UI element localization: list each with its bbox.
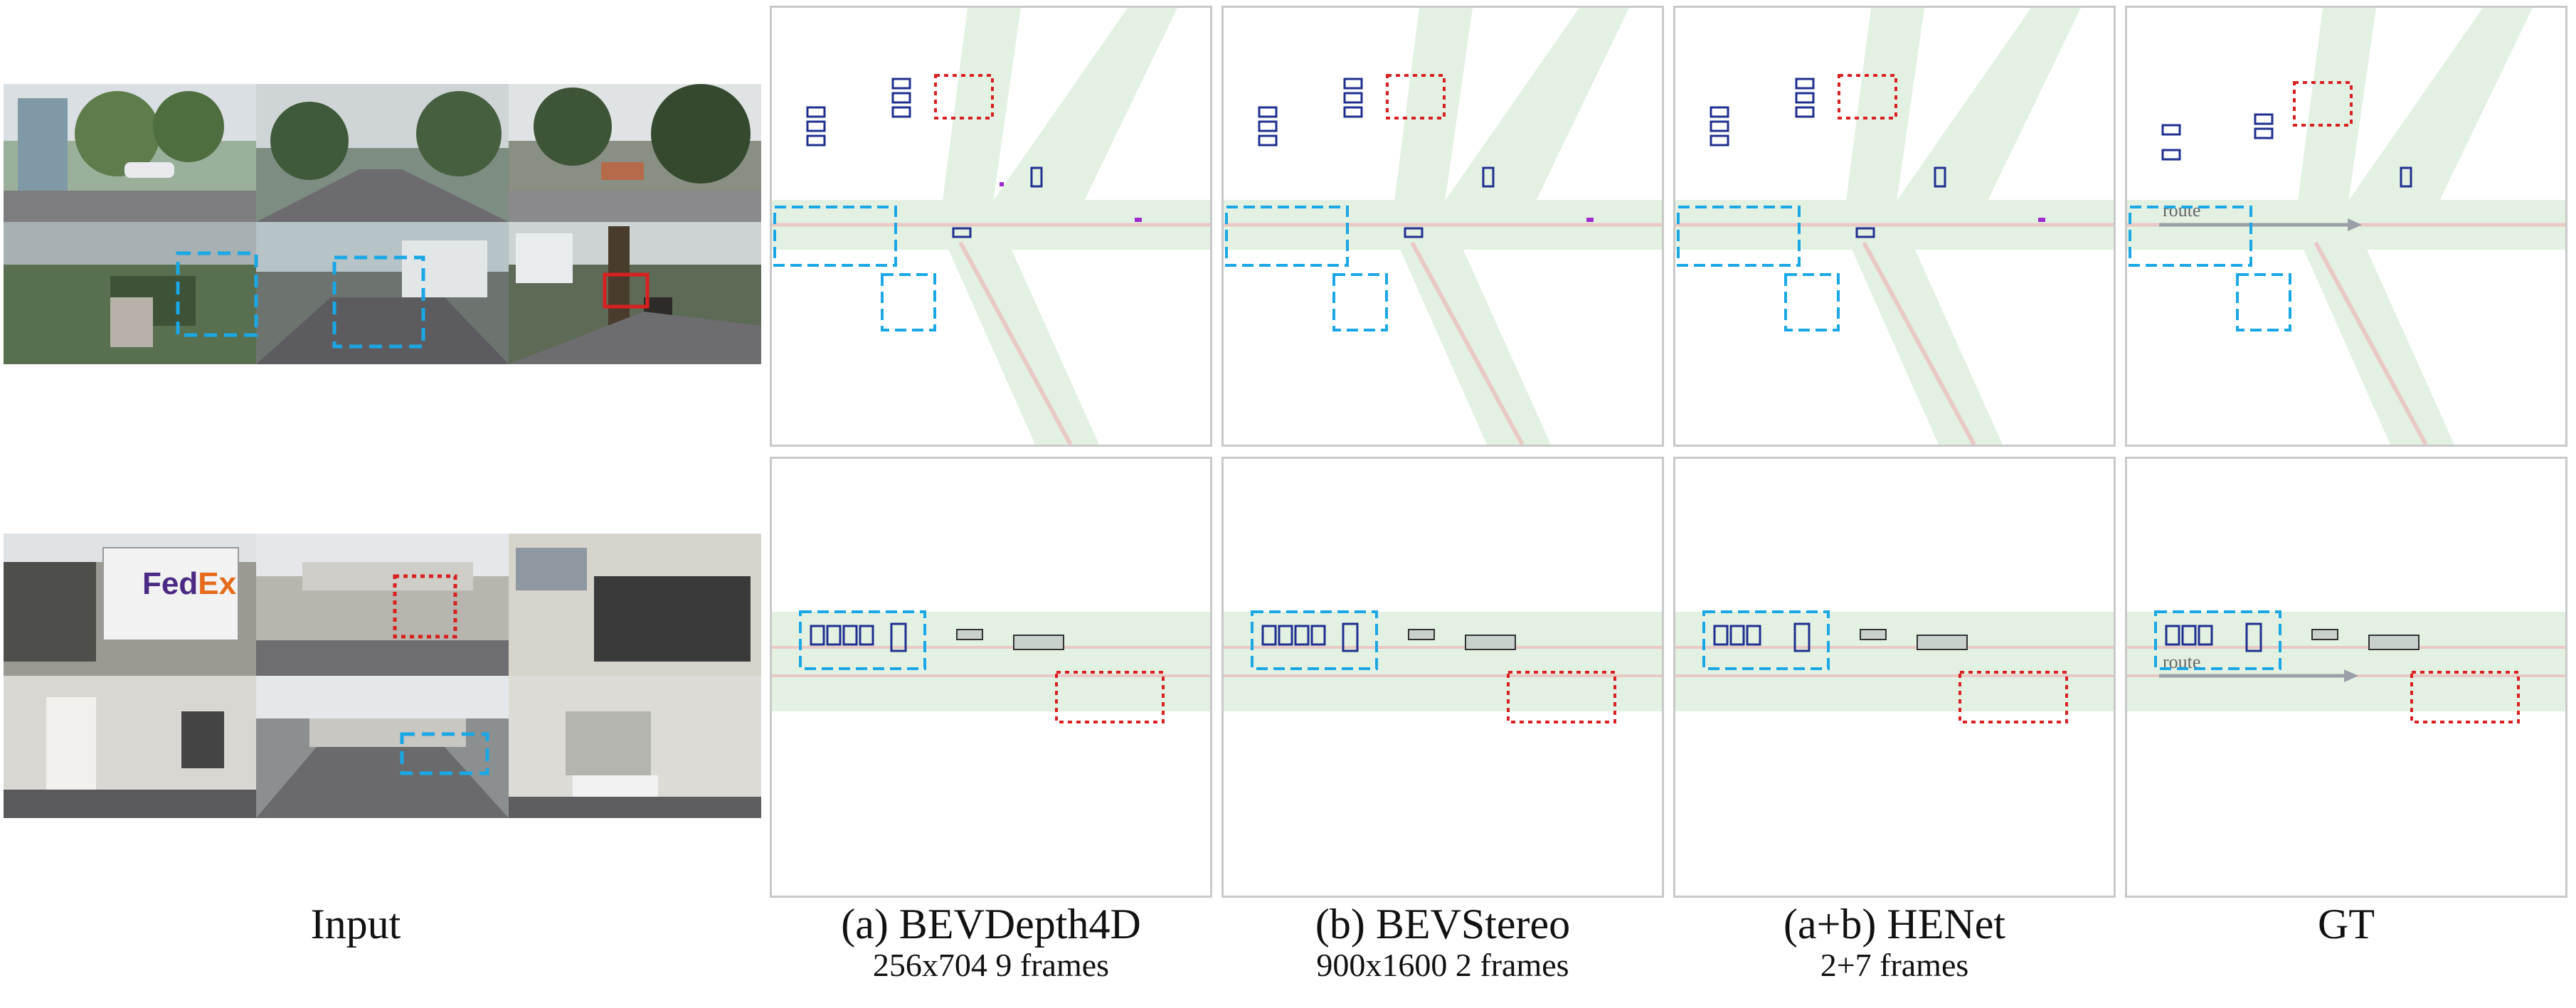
caption-a-title: (a) BEVDepth4D	[841, 901, 1141, 948]
caption-gt: GT	[2125, 901, 2567, 947]
input-camera-mosaic-2: FedEx	[4, 534, 761, 818]
caption-b-sub: 900x1600 2 frames	[1316, 947, 1569, 983]
bev-panel-henet-scene2	[1673, 457, 2116, 898]
caption-b: (b) BEVStereo 900x1600 2 frames	[1221, 901, 1664, 984]
bev-panel-bevstereo-scene1	[1221, 6, 1664, 447]
route-label: route	[2163, 200, 2200, 221]
caption-gt-title: GT	[2318, 901, 2375, 948]
bev-panel-bevstereo-scene2	[1221, 457, 1664, 898]
caption-input-title: Input	[310, 901, 401, 948]
input-camera-mosaic-1	[4, 84, 761, 364]
caption-input: Input	[213, 901, 498, 947]
caption-ab: (a+b) HENet 2+7 frames	[1673, 901, 2116, 984]
fedex-logo: FedEx	[142, 566, 237, 601]
bev-panel-gt-scene2: route	[2125, 457, 2567, 898]
caption-a: (a) BEVDepth4D 256x704 9 frames	[770, 901, 1212, 984]
caption-ab-sub: 2+7 frames	[1820, 947, 1969, 983]
bev-panel-bevdepth4d-scene1	[770, 6, 1212, 447]
caption-ab-title: (a+b) HENet	[1783, 901, 2006, 948]
bev-panel-bevdepth4d-scene2	[770, 457, 1212, 898]
caption-a-sub: 256x704 9 frames	[872, 947, 1110, 983]
bev-panel-gt-scene1: route	[2125, 6, 2567, 447]
caption-b-title: (b) BEVStereo	[1315, 901, 1571, 948]
bev-panel-henet-scene1	[1673, 6, 2116, 447]
